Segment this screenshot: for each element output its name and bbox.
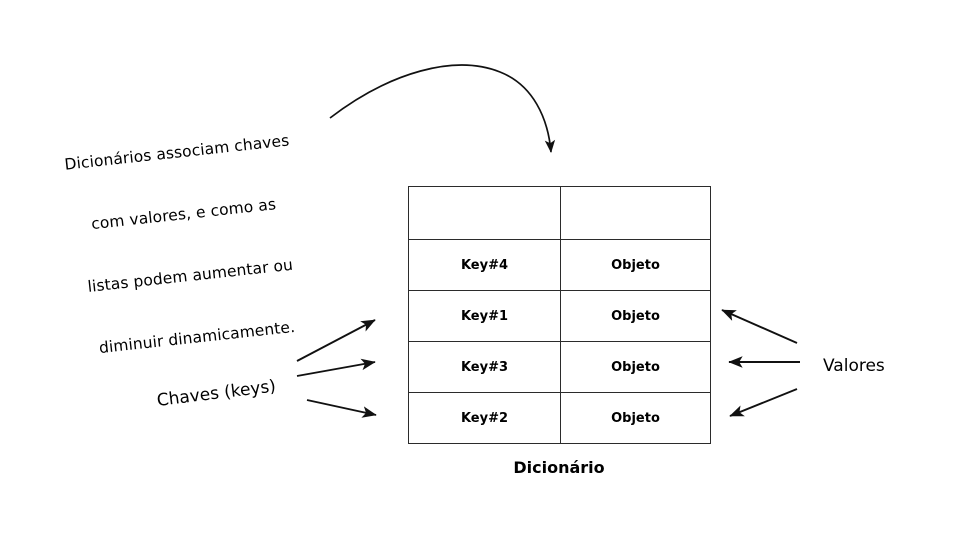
cell-key: Key#1: [408, 290, 561, 342]
cell-key: Key#3: [408, 341, 561, 393]
curved-arrow-to-table: [329, 64, 556, 154]
annotation-line-3: listas podem aumentar ou: [86, 255, 294, 297]
table-row: Key#2 Objeto: [408, 392, 711, 444]
table-header-row: [408, 186, 711, 240]
values-label: Valores: [823, 356, 885, 376]
cell-key: Key#2: [408, 392, 561, 444]
keys-arrow-middle: [296, 358, 376, 377]
header-cell-key: [408, 186, 561, 240]
table-row: Key#1 Objeto: [408, 290, 711, 342]
annotation-line-2: com valores, e como as: [90, 195, 277, 233]
table-row: Key#4 Objeto: [408, 239, 711, 291]
cell-value: Objeto: [560, 341, 711, 393]
cell-key: Key#4: [408, 239, 561, 291]
cell-value: Objeto: [560, 290, 711, 342]
dictionary-table: Key#4 Objeto Key#1 Objeto Key#3 Objeto K…: [408, 186, 711, 444]
annotation-line-4: diminuir dinamicamente.: [98, 318, 296, 358]
cell-value: Objeto: [560, 239, 711, 291]
annotation-line-1: Dicionários associam chaves: [63, 130, 291, 174]
keys-arrow-bottom: [306, 399, 377, 418]
cell-value: Objeto: [560, 392, 711, 444]
values-arrow-top: [721, 309, 798, 344]
table-row: Key#3 Objeto: [408, 341, 711, 393]
values-arrow-bottom: [729, 388, 798, 417]
header-cell-value: [560, 186, 711, 240]
dictionary-caption: Dicionário: [513, 458, 605, 477]
keys-arrow-top: [296, 319, 376, 362]
annotation-note: Dicionários associam chaves com valores,…: [41, 87, 333, 404]
